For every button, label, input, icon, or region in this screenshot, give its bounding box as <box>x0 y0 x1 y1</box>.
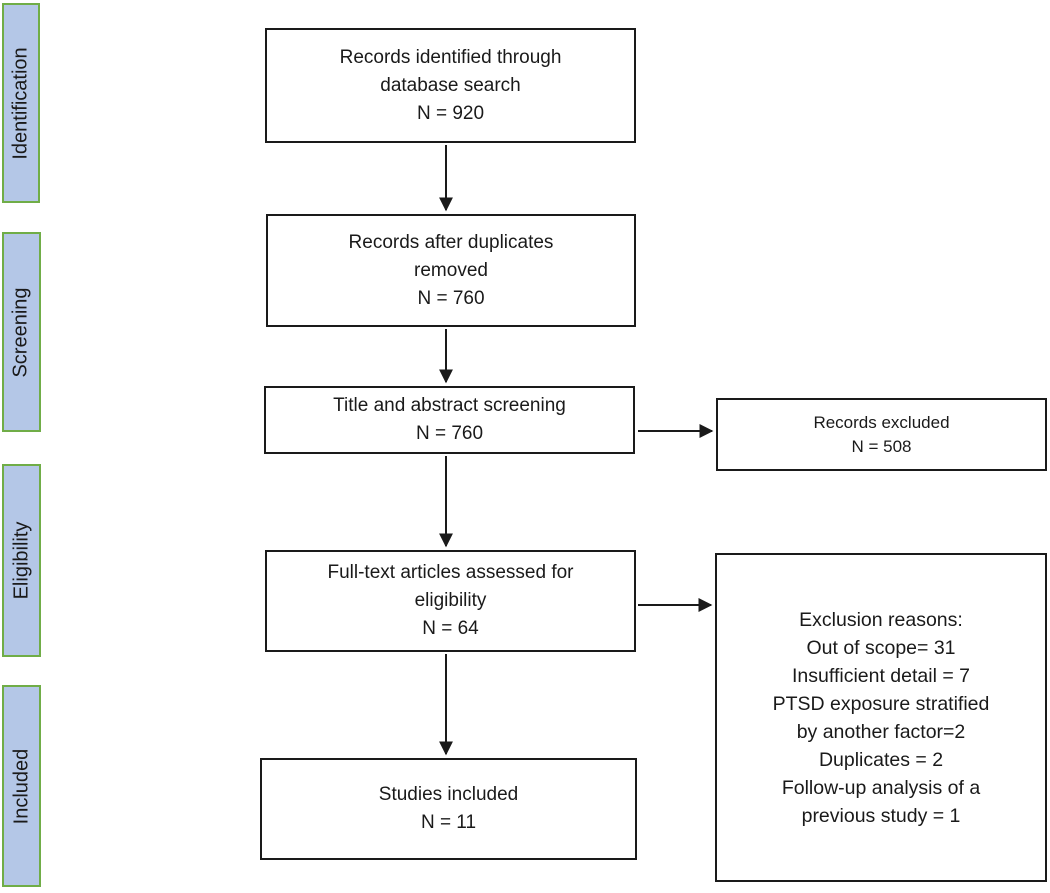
node-text-line: removed <box>414 259 488 281</box>
stage-box-eligibility: Eligibility <box>2 464 41 657</box>
node-duplicates-removed: Records after duplicates removed N = 760 <box>266 214 636 327</box>
node-text-line: Records after duplicates <box>348 231 554 253</box>
node-exclusion-reasons: Exclusion reasons: Out of scope= 31 Insu… <box>715 553 1047 882</box>
node-count: N = 508 <box>851 436 912 456</box>
node-records-identified: Records identified through database sear… <box>265 28 636 143</box>
node-count: N = 920 <box>416 102 485 124</box>
node-studies-included: Studies included N = 11 <box>260 758 637 860</box>
node-text-line: eligibility <box>414 590 487 611</box>
exclusion-reason-line: previous study = 1 <box>801 804 961 827</box>
node-text-line: Records identified through <box>339 46 562 68</box>
node-fulltext-assessed: Full-text articles assessed for eligibil… <box>265 550 636 652</box>
exclusion-reason-line: by another factor=2 <box>796 720 966 743</box>
exclusion-reason-line: Follow-up analysis of a <box>781 776 981 799</box>
node-text-line: database search <box>380 74 521 96</box>
node-count: N = 11 <box>420 812 477 833</box>
node-count: N = 760 <box>415 423 484 444</box>
stage-label-included: Included <box>10 748 32 824</box>
exclusion-reason-line: Out of scope= 31 <box>806 636 956 659</box>
exclusion-reason-line: Duplicates = 2 <box>818 748 944 771</box>
stage-box-screening: Screening <box>2 232 41 432</box>
node-count: N = 64 <box>422 618 479 639</box>
exclusion-reason-line: PTSD exposure stratified <box>772 692 990 715</box>
node-text-line: Records excluded <box>813 412 950 432</box>
stage-label-eligibility: Eligibility <box>10 521 32 600</box>
stage-label-identification: Identification <box>9 46 32 160</box>
exclusion-reason-line: Insufficient detail = 7 <box>792 664 970 687</box>
node-text-line: Full-text articles assessed for <box>327 562 574 583</box>
stage-label-screening: Screening <box>10 286 32 378</box>
node-title-abstract-screening: Title and abstract screening N = 760 <box>264 386 635 454</box>
node-records-excluded: Records excluded N = 508 <box>716 398 1047 471</box>
exclusion-reasons-title: Exclusion reasons: <box>799 608 963 631</box>
stage-box-identification: Identification <box>2 3 40 203</box>
node-count: N = 760 <box>417 287 485 309</box>
stage-box-included: Included <box>2 685 41 887</box>
node-text-line: Studies included <box>378 784 519 805</box>
node-text-line: Title and abstract screening <box>333 395 566 416</box>
